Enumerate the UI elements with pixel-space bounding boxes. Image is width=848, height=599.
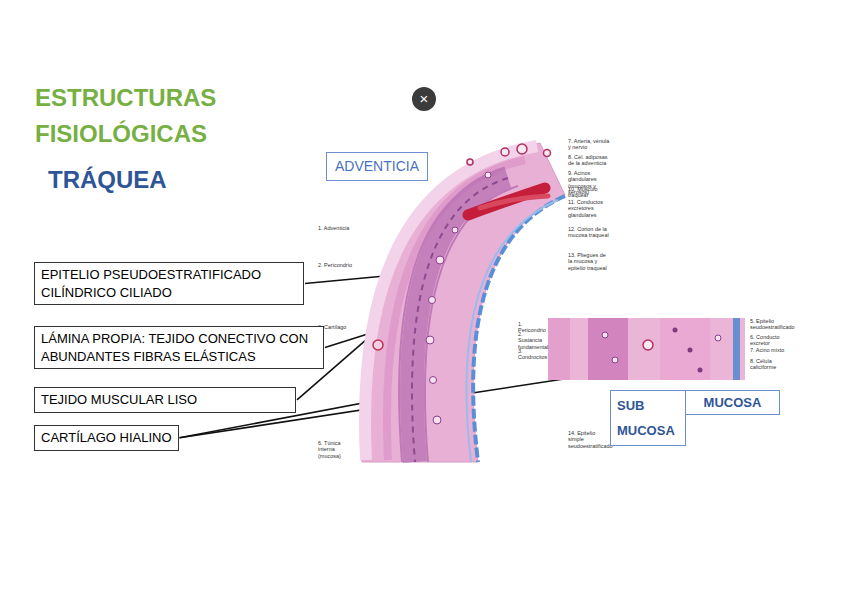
tissue-label-box: TEJIDO MUSCULAR LISO xyxy=(34,387,296,413)
trachea-wall xyxy=(361,143,565,462)
tissue-label-box: CARTÍLAGO HIALINO xyxy=(34,425,179,451)
callout-label: 2. Sustancia fundamental xyxy=(518,331,546,350)
callout-label: 10. Músculo traqueal xyxy=(568,186,610,199)
callout-label: 6. Túnica interna (mucosa) xyxy=(318,440,356,459)
inset-micrograph-part xyxy=(733,318,740,380)
inset-micrograph xyxy=(548,318,745,380)
glands-part xyxy=(452,227,458,233)
callout-label: 1. Adventicia xyxy=(318,225,360,231)
callout-label: 7. Arteria, vénula y nervio xyxy=(568,138,610,151)
box-text: ADVENTICIA xyxy=(335,157,419,176)
glands-part xyxy=(373,340,383,350)
inset-micrograph-part xyxy=(688,348,693,353)
callout-label: 5. Epitelio seudoestratificado xyxy=(750,318,792,331)
inset-micrograph-part xyxy=(673,328,678,333)
trachea-wall-part xyxy=(361,143,565,462)
inset-micrograph-part xyxy=(548,318,745,380)
box-text: SUB MUCOSA xyxy=(617,393,679,443)
callout-label: 3. Cartílago xyxy=(318,324,360,330)
cartilage-band xyxy=(399,174,518,462)
inset-micrograph-part xyxy=(612,357,618,363)
box-text: CARTÍLAGO HIALINO xyxy=(41,429,172,447)
blood-vessels-part xyxy=(501,148,509,156)
blood-vessels-part xyxy=(517,144,527,154)
smooth-muscle-part xyxy=(480,196,548,208)
layer-label-box: MUCOSA xyxy=(685,390,780,415)
tissue-label-box: LÁMINA PROPIA: TEJIDO CONECTIVO CON ABUN… xyxy=(34,326,324,369)
close-button: × xyxy=(412,87,436,111)
box-text: LÁMINA PROPIA: TEJIDO CONECTIVO CON ABUN… xyxy=(41,330,317,365)
glands-part xyxy=(430,377,437,384)
layer-label-box: SUB MUCOSA xyxy=(610,390,686,446)
callout-label: 14. Epitelio simple seudoestratificado xyxy=(568,430,606,449)
box-text: TEJIDO MUSCULAR LISO xyxy=(41,391,289,409)
region-label-box: ADVENTICIA xyxy=(326,152,428,181)
blood-vessels xyxy=(467,144,551,178)
slide-title: ESTRUCTURAS FISIOLÓGICAS xyxy=(35,80,265,152)
callout-label: 11. Conductos excretores glandulares xyxy=(568,199,610,218)
subtitle: TRÁQUEA xyxy=(48,166,167,194)
callout-label: 12. Corion de la mucosa traqueal xyxy=(568,226,610,239)
inset-micrograph-part xyxy=(715,335,721,341)
inset-micrograph-part xyxy=(643,340,653,350)
inset-micrograph-part xyxy=(548,318,570,380)
glands-part xyxy=(433,416,441,424)
callout-label: 8. Cél. adiposas de la adventicia xyxy=(568,154,610,167)
inset-micrograph-part xyxy=(588,318,628,380)
glands-part xyxy=(436,256,444,264)
glands xyxy=(373,227,458,424)
box-text: MUCOSA xyxy=(692,393,773,412)
blood-vessels-part xyxy=(544,150,551,157)
inset-micrograph-part xyxy=(602,332,608,338)
glands-part xyxy=(429,297,436,304)
callout-label: 7. Acino mixto xyxy=(750,347,792,353)
box-text: EPITELIO PSEUDOESTRATIFICADO CILÍNDRICO … xyxy=(41,266,297,301)
inset-micrograph-part xyxy=(698,368,703,373)
cartilage-band-part xyxy=(399,174,498,462)
callout-label: 13. Pliegues de la mucosa y epitelio tra… xyxy=(568,252,610,271)
callout-label: 2. Pericondrio xyxy=(318,262,360,268)
glands-part xyxy=(426,336,434,344)
trachea-wall-part xyxy=(365,146,537,460)
inset-micrograph-part xyxy=(660,318,710,380)
callout-label: 3. Condrocitos xyxy=(518,348,546,361)
blood-vessels-part xyxy=(485,172,491,178)
tissue-label-box: EPITELIO PSEUDOESTRATIFICADO CILÍNDRICO … xyxy=(34,262,304,305)
callout-label: 6. Conducto excretor xyxy=(750,334,792,347)
callout-label: 8. Célula caliciforme xyxy=(750,358,792,371)
blood-vessels-part xyxy=(467,159,473,165)
epithelium-part xyxy=(466,200,558,462)
